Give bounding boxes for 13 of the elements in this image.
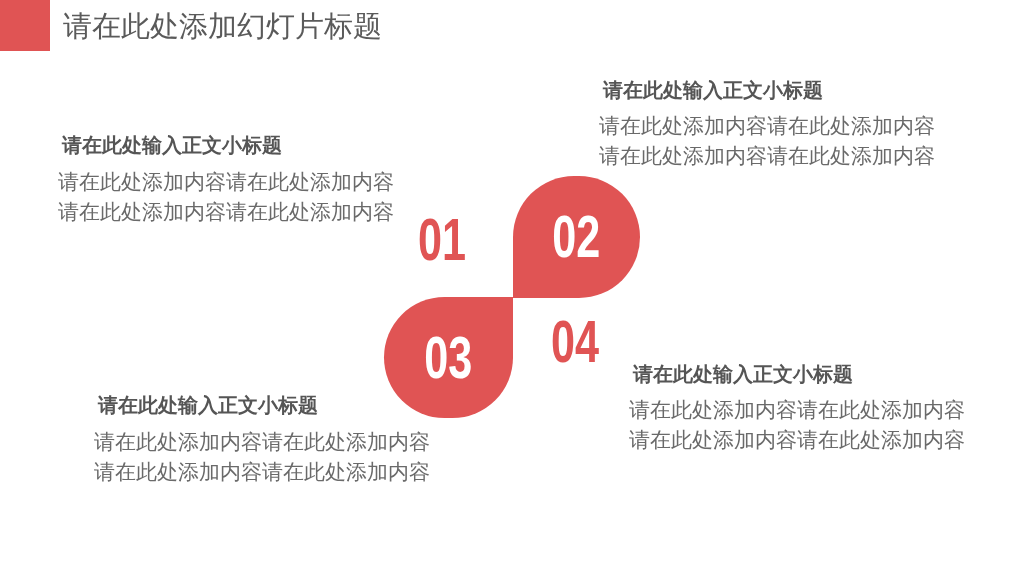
- slide-title: 请在此处添加幻灯片标题: [63, 9, 382, 44]
- subtitle-heading: 请在此处输入正文小标题: [62, 133, 282, 157]
- step-number: 02: [552, 207, 601, 267]
- step-number: 03: [424, 327, 473, 388]
- subtitle-heading: 请在此处输入正文小标题: [603, 78, 823, 102]
- subtitle-heading: 请在此处输入正文小标题: [633, 362, 853, 386]
- body-text: 请在此处添加内容请在此处添加内容请在此处添加内容请在此处添加内容: [94, 429, 431, 486]
- step-number: 04: [550, 312, 600, 372]
- body-text: 请在此处添加内容请在此处添加内容请在此处添加内容请在此处添加内容: [629, 397, 966, 454]
- body-text: 请在此处添加内容请在此处添加内容请在此处添加内容请在此处添加内容: [58, 169, 395, 226]
- subtitle-heading: 请在此处输入正文小标题: [98, 393, 318, 417]
- body-text: 请在此处添加内容请在此处添加内容请在此处添加内容请在此处添加内容: [599, 113, 936, 170]
- step-number: 01: [417, 210, 467, 270]
